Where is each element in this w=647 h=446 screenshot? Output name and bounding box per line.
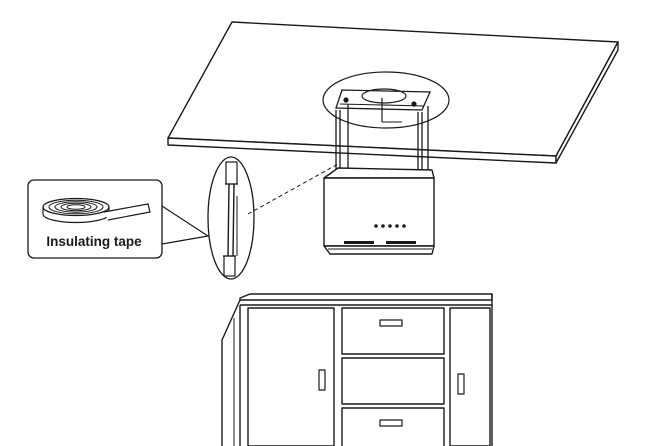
control-button-1	[374, 224, 378, 228]
rod-detail-line-1	[227, 183, 230, 257]
hood-bottom-trim	[323, 245, 435, 255]
tape-strip	[103, 203, 151, 221]
hood-filter-slot-left	[344, 241, 374, 244]
hood-top-face	[323, 167, 435, 179]
drawer-bottom	[341, 407, 445, 446]
left-door	[247, 307, 335, 446]
tape-roll-core	[66, 204, 86, 210]
control-button-2	[381, 224, 385, 228]
bracket-screw-right	[411, 101, 417, 107]
hood-front-face	[323, 177, 435, 247]
tape-roll-ring-3	[60, 202, 92, 212]
callout-label: Insulating tape	[46, 234, 142, 249]
drawer-top	[341, 307, 445, 355]
detail-projection-line	[247, 163, 339, 215]
drawer-middle	[341, 357, 445, 405]
control-button-5	[402, 224, 406, 228]
hood-filter-slot-right	[386, 241, 416, 244]
ceiling-mount-detail	[322, 71, 450, 129]
callout-pointer	[161, 205, 210, 245]
right-door-handle	[457, 373, 465, 395]
right-door	[449, 307, 491, 446]
mounting-bracket-frame	[335, 89, 431, 111]
rod-detail-line-2	[232, 183, 235, 257]
bracket-screw-left	[343, 97, 349, 103]
left-door-handle	[318, 369, 326, 391]
range-hood	[323, 167, 435, 255]
tape-roll-icon	[42, 197, 151, 224]
ceiling-slab-right-face	[555, 41, 619, 164]
control-button-3	[388, 224, 392, 228]
rod-detail-magnifier	[207, 156, 255, 280]
drawer-bottom-handle	[379, 419, 403, 427]
kitchen-island	[221, 293, 493, 446]
rod-detail-ellipse	[207, 156, 255, 280]
countertop-top	[239, 293, 493, 301]
tape-roll-outer	[42, 197, 110, 217]
ceiling-slab	[167, 21, 619, 164]
drawer-top-handle	[379, 319, 403, 327]
tape-roll-ring-1	[48, 199, 104, 215]
control-button-4	[395, 224, 399, 228]
ceiling-duct-opening	[361, 88, 407, 104]
tape-roll-ring-2	[54, 201, 98, 213]
cabinet-left-side	[221, 299, 241, 446]
insulating-tape-callout: Insulating tape	[27, 179, 210, 259]
ceiling-detail-ellipse	[322, 71, 450, 129]
